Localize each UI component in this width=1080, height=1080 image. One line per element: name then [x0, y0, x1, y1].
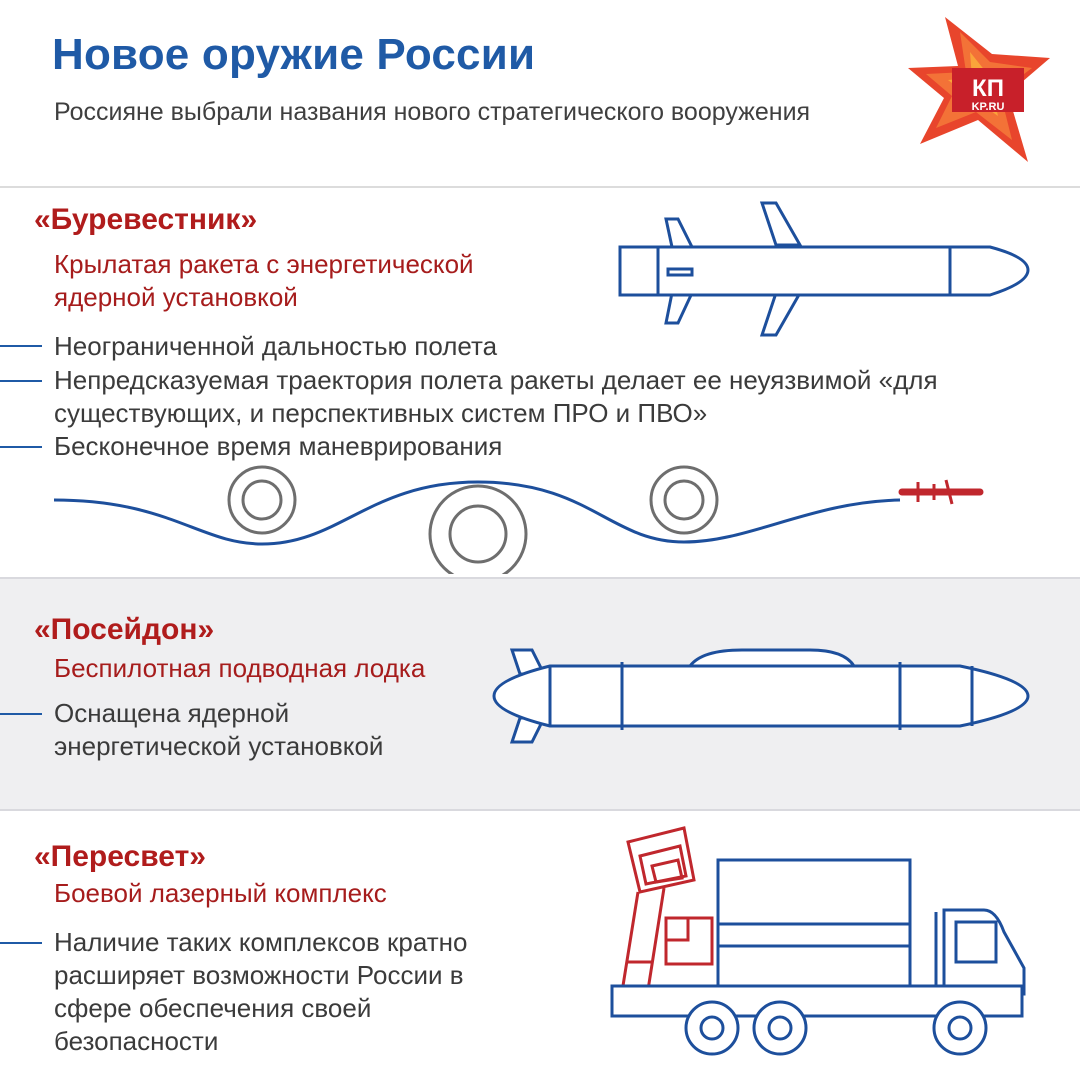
underwater-drone-icon — [492, 648, 1030, 744]
section-desc-peresvet: Боевой лазерный комплекс — [54, 878, 387, 908]
bullet-text: Непредсказуемая траектория полета ракеты… — [54, 365, 938, 428]
bullet-line — [0, 713, 42, 715]
svg-text:KP.RU: KP.RU — [972, 101, 1005, 113]
red-missile-icon — [898, 479, 984, 505]
bullet-text: Неограниченной дальностью полета — [54, 331, 498, 361]
bullet-text: Оснащена ядерной энергетической установк… — [54, 698, 384, 761]
laser-emitter-icon — [620, 826, 714, 993]
page-subtitle: Россияне выбрали названия нового стратег… — [54, 98, 811, 126]
bullet-line — [0, 446, 42, 448]
flight-trajectory-icon — [53, 465, 984, 574]
page-title: Новое оружие России — [52, 30, 536, 79]
cruise-missile-icon — [618, 201, 1030, 337]
section-desc-poseidon: Беспилотная подводная лодка — [54, 653, 426, 683]
section-title-peresvet: «Пересвет» — [34, 840, 206, 873]
laser-truck-icon — [610, 826, 1026, 1056]
section-divider — [0, 186, 1080, 188]
bullet-text: Бесконечное время маневрирования — [54, 431, 503, 461]
section-title-burevestnik: «Буревестник» — [34, 203, 258, 236]
bullet-line — [0, 345, 42, 347]
bullet-line — [0, 942, 42, 944]
kp-logo-text: КП — [972, 75, 1004, 102]
kp-logo: КП KP.RU — [908, 17, 1050, 162]
section-desc-burevestnik: Крылатая ракета с энергетической ядерной… — [54, 249, 474, 312]
section-title-poseidon: «Посейдон» — [34, 613, 215, 646]
bullet-line — [0, 380, 42, 382]
bullet-text: Наличие таких комплексов кратно расширяе… — [54, 927, 468, 1056]
